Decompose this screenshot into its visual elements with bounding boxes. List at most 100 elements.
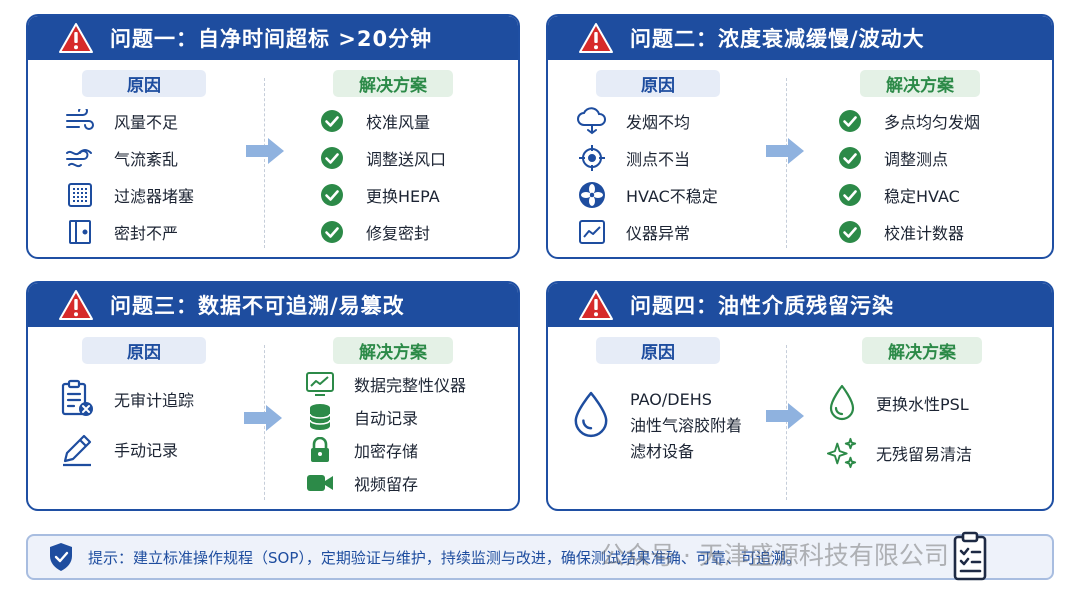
check-icon xyxy=(321,110,343,132)
cause-item: 无审计追踪 xyxy=(58,379,194,419)
solution-item: 校准计数器 xyxy=(838,217,964,247)
solution-item: 修复密封 xyxy=(320,217,430,247)
watermark: 公众号 · 天津盛源科技有限公司 xyxy=(600,536,949,572)
cause-item: 气流紊乱 xyxy=(64,143,178,173)
warning-icon xyxy=(59,290,93,320)
crosshair-icon xyxy=(576,143,608,173)
cloud-icon xyxy=(576,106,608,136)
tip-text: 提示：建立标准操作规程（SOP），定期验证与维护，持续监测与改进，确保测试结果准… xyxy=(88,548,801,567)
solution-item: 数据完整性仪器 xyxy=(304,369,466,399)
column-divider xyxy=(786,78,787,248)
monitor-chart-icon xyxy=(304,369,336,399)
tip-bar: 提示：建立标准操作规程（SOP），定期验证与维护，持续监测与改进，确保测试结果准… xyxy=(26,534,1054,580)
solution-label: 无残留易清洁 xyxy=(876,445,973,464)
cause-label: 密封不严 xyxy=(114,224,179,243)
fan-icon xyxy=(576,180,608,210)
solution-header: 解决方案 xyxy=(862,337,982,364)
solution-header: 解决方案 xyxy=(860,70,980,97)
cause-item: 手动记录 xyxy=(58,429,178,469)
cause-line: 滤材设备 xyxy=(630,442,695,461)
sparkles-icon xyxy=(826,433,858,473)
check-icon xyxy=(839,147,861,169)
cause-item: 密封不严 xyxy=(64,217,178,247)
solution-label: 调整测点 xyxy=(884,150,949,169)
check-icon xyxy=(321,147,343,169)
cause-header: 原因 xyxy=(82,337,206,364)
cause-item: 测点不当 xyxy=(576,143,690,173)
card-header: 问题三：数据不可追溯/易篡改 xyxy=(28,283,518,327)
solution-label: 视频留存 xyxy=(354,475,419,494)
cause-label: 测点不当 xyxy=(626,150,691,169)
cause-label: 发烟不均 xyxy=(626,113,691,132)
solution-label: 更换水性PSL xyxy=(876,395,969,414)
solution-item: 更换HEPA xyxy=(320,180,440,210)
solution-item: 多点均匀发烟 xyxy=(838,106,980,136)
droplet-icon xyxy=(574,391,608,438)
solution-item: 调整送风口 xyxy=(320,143,446,173)
shield-check-icon xyxy=(50,543,72,571)
cause-item: 发烟不均 xyxy=(576,106,690,136)
droplet-icon xyxy=(826,383,858,423)
door-icon xyxy=(64,217,96,247)
solution-item: 自动记录 xyxy=(304,402,418,432)
solution-item: 校准风量 xyxy=(320,106,430,136)
solution-label: 加密存储 xyxy=(354,442,419,461)
warning-icon xyxy=(579,290,613,320)
cause-line: 油性气溶胶附着 xyxy=(630,416,743,435)
arrow-right-icon xyxy=(244,405,282,431)
check-icon xyxy=(839,110,861,132)
database-icon xyxy=(304,402,336,432)
cause-header: 原因 xyxy=(596,70,720,97)
problem-card-1: 问题一：自净时间超标 >20分钟 原因 解决方案 风量不足 气流紊乱 过滤器堵塞… xyxy=(26,14,520,259)
turbulence-icon xyxy=(64,143,96,173)
cause-item: 仪器异常 xyxy=(576,217,690,247)
solution-item: 视频留存 xyxy=(304,468,418,498)
card-header: 问题四：油性介质残留污染 xyxy=(548,283,1052,327)
cause-item: HVAC不稳定 xyxy=(576,180,718,210)
solution-item: 加密存储 xyxy=(304,435,418,465)
solution-item: 更换水性PSL xyxy=(826,383,969,423)
cause-label: 风量不足 xyxy=(114,113,179,132)
lock-icon xyxy=(304,435,336,465)
warning-icon xyxy=(59,23,93,53)
cause-header: 原因 xyxy=(82,70,206,97)
wind-icon xyxy=(64,106,96,136)
arrow-right-icon xyxy=(766,138,804,164)
cause-label: 过滤器堵塞 xyxy=(114,187,195,206)
cause-label: HVAC不稳定 xyxy=(626,187,718,206)
arrow-right-icon xyxy=(766,403,804,429)
clipboard-x-icon xyxy=(58,379,96,419)
cause-text: PAO/DEHS 油性气溶胶附着 滤材设备 xyxy=(630,387,742,465)
solution-label: 多点均匀发烟 xyxy=(884,113,981,132)
check-icon xyxy=(839,221,861,243)
card-title: 问题一：自净时间超标 >20分钟 xyxy=(110,27,433,51)
solution-label: 数据完整性仪器 xyxy=(354,376,467,395)
solution-item: 无残留易清洁 xyxy=(826,433,972,473)
problem-card-3: 问题三：数据不可追溯/易篡改 原因 解决方案 无审计追踪 手动记录 数据完整性仪… xyxy=(26,281,520,511)
cause-label: 无审计追踪 xyxy=(114,391,195,410)
solution-label: 校准风量 xyxy=(366,113,431,132)
clipboard-list-icon xyxy=(953,531,987,581)
cause-label: 气流紊乱 xyxy=(114,150,179,169)
watermark-text: 公众号 · 天津盛源科技有限公司 xyxy=(600,541,949,570)
cause-label: 手动记录 xyxy=(114,441,179,460)
solution-item: 调整测点 xyxy=(838,143,948,173)
card-header: 问题二：浓度衰减缓慢/波动大 xyxy=(548,16,1052,60)
column-divider xyxy=(264,78,265,248)
card-title: 问题四：油性介质残留污染 xyxy=(630,294,894,318)
card-header: 问题一：自净时间超标 >20分钟 xyxy=(28,16,518,60)
video-camera-icon xyxy=(304,468,336,498)
problem-card-4: 问题四：油性介质残留污染 原因 解决方案 PAO/DEHS 油性气溶胶附着 滤材… xyxy=(546,281,1054,511)
solution-item: 稳定HVAC xyxy=(838,180,960,210)
pencil-icon xyxy=(58,429,96,469)
solution-label: 更换HEPA xyxy=(366,187,440,206)
solution-label: 稳定HVAC xyxy=(884,187,960,206)
problem-card-2: 问题二：浓度衰减缓慢/波动大 原因 解决方案 发烟不均 测点不当 HVAC不稳定… xyxy=(546,14,1054,259)
check-icon xyxy=(321,221,343,243)
cause-item: 过滤器堵塞 xyxy=(64,180,194,210)
card-title: 问题二：浓度衰减缓慢/波动大 xyxy=(630,27,925,51)
solution-label: 修复密封 xyxy=(366,224,431,243)
filter-icon xyxy=(64,180,96,210)
solution-label: 调整送风口 xyxy=(366,150,447,169)
column-divider xyxy=(786,345,787,500)
